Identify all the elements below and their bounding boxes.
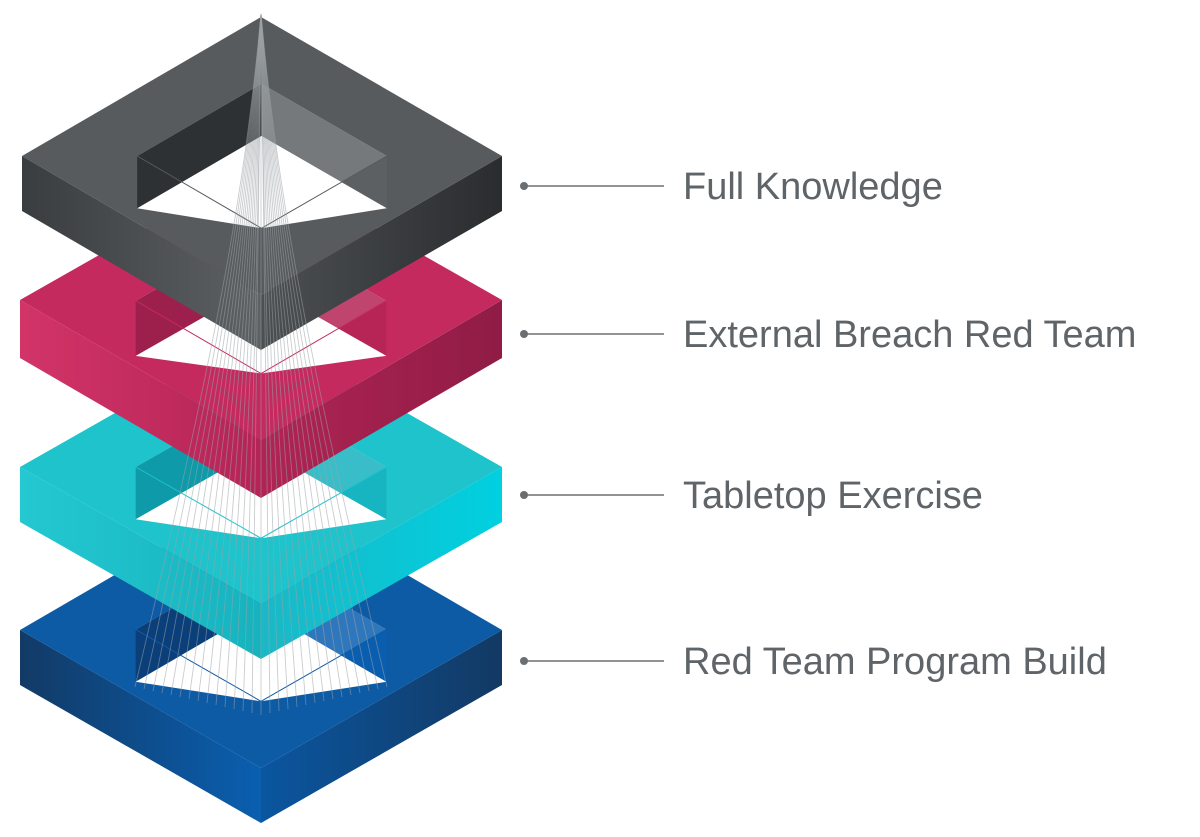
wireframe-line xyxy=(161,13,262,694)
frame-top-face xyxy=(20,490,502,768)
wireframe-line xyxy=(260,13,352,696)
label-tabletop-exercise: Tabletop Exercise xyxy=(520,475,983,517)
wireframe-line xyxy=(197,13,262,702)
frame-hole xyxy=(137,135,387,229)
wireframe-line xyxy=(215,13,262,706)
frame-left-face xyxy=(20,630,261,823)
wireframe-line xyxy=(260,13,343,698)
wireframe-line xyxy=(179,13,262,698)
layer-red-team-program-build xyxy=(20,490,502,823)
wireframe-line xyxy=(152,13,262,692)
frame-right-face xyxy=(261,630,502,823)
wireframe-line xyxy=(260,13,370,692)
wireframe-line xyxy=(260,13,361,694)
wireframe-line xyxy=(224,13,262,708)
frame-top-face xyxy=(22,17,502,295)
frame-inner-wall-right xyxy=(261,83,387,209)
wireframe-line xyxy=(134,13,262,688)
layer-label: Full Knowledge xyxy=(683,166,943,208)
wireframe-line xyxy=(260,13,379,690)
frame-left-face xyxy=(22,156,261,350)
wireframe-line xyxy=(170,13,262,696)
layer-full-knowledge xyxy=(22,17,502,350)
wireframe-line xyxy=(233,13,262,710)
wireframe-line xyxy=(143,13,262,690)
frame-right-face xyxy=(261,156,502,350)
wireframe-line xyxy=(206,13,262,704)
wireframe-line xyxy=(260,13,388,688)
frame-inner-rim xyxy=(136,155,388,229)
frame-inner-wall-left xyxy=(137,83,262,209)
wireframe-line xyxy=(188,13,262,700)
layer-label: Red Team Program Build xyxy=(683,641,1107,683)
wireframe-line xyxy=(260,13,298,708)
wireframe-line xyxy=(260,13,316,704)
wireframe-line xyxy=(260,13,280,712)
wireframe-line xyxy=(260,13,289,710)
wireframe-line xyxy=(260,13,334,700)
layer-label: External Breach Red Team xyxy=(683,314,1136,356)
wireframe-line xyxy=(260,13,325,702)
label-red-team-program-build: Red Team Program Build xyxy=(520,641,1107,683)
layer-label: Tabletop Exercise xyxy=(683,475,983,517)
label-full-knowledge: Full Knowledge xyxy=(520,166,943,208)
label-external-breach-red-team: External Breach Red Team xyxy=(520,314,1136,356)
wireframe-line xyxy=(260,13,307,706)
